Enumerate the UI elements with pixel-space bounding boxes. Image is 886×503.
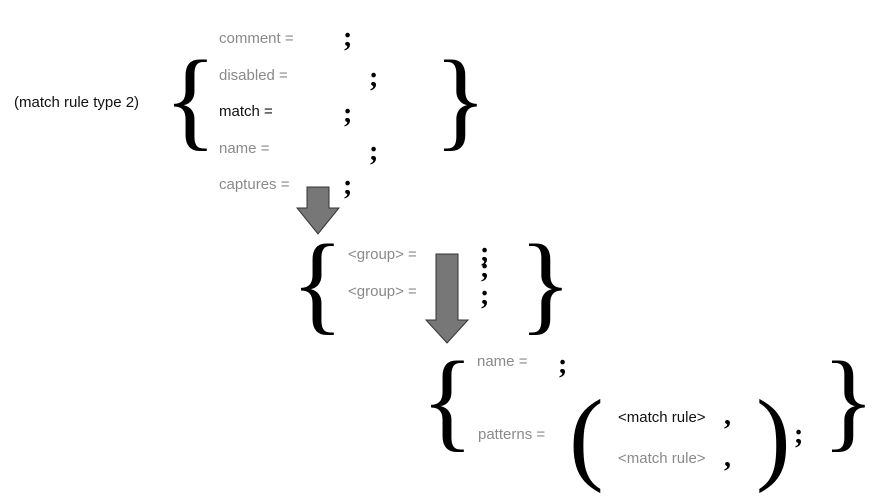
group-2-semicolon: ; (480, 280, 490, 311)
pattern-item-2: <match rule> (618, 450, 706, 467)
match-semicolon: ; (343, 98, 353, 129)
group-name-label: name = (477, 353, 528, 370)
group-block-open-brace: { (421, 339, 474, 461)
patterns-semicolon: ; (794, 419, 804, 450)
patterns-label: patterns = (478, 426, 546, 443)
group-2-label: <group> = (348, 283, 417, 300)
group-1-label: <group> = (348, 246, 417, 263)
group-1-semicolon-a: ; (480, 237, 490, 268)
down-arrow-icon (296, 186, 340, 235)
field-captures-label: captures = (219, 176, 290, 193)
captures-semicolon: ; (343, 170, 353, 201)
pattern-item-1-comma: , (724, 400, 731, 431)
rule-type-label: (match rule type 2) (14, 94, 140, 111)
patterns-open-paren: ( (569, 379, 604, 494)
disabled-semicolon: ; (369, 62, 379, 93)
field-comment-label: comment = (219, 30, 294, 47)
field-disabled-label: disabled = (219, 67, 288, 84)
captures-block-close-brace: } (519, 222, 572, 344)
group-block-close-brace: } (822, 339, 875, 461)
name-semicolon: ; (369, 136, 379, 167)
patterns-close-paren: ) (756, 379, 791, 494)
field-match-label: match = (219, 103, 273, 120)
top-block-open-brace: { (164, 38, 217, 160)
group-1-semicolon-b: ; (480, 253, 490, 284)
group-name-semicolon: ; (558, 349, 568, 380)
pattern-item-2-comma: , (724, 442, 731, 473)
comment-semicolon: ; (343, 22, 353, 53)
top-block-close-brace: } (434, 38, 487, 160)
captures-block-open-brace: { (291, 222, 344, 344)
pattern-item-1: <match rule> (618, 409, 706, 426)
field-name-label: name = (219, 140, 270, 157)
down-arrow-icon (425, 253, 469, 344)
